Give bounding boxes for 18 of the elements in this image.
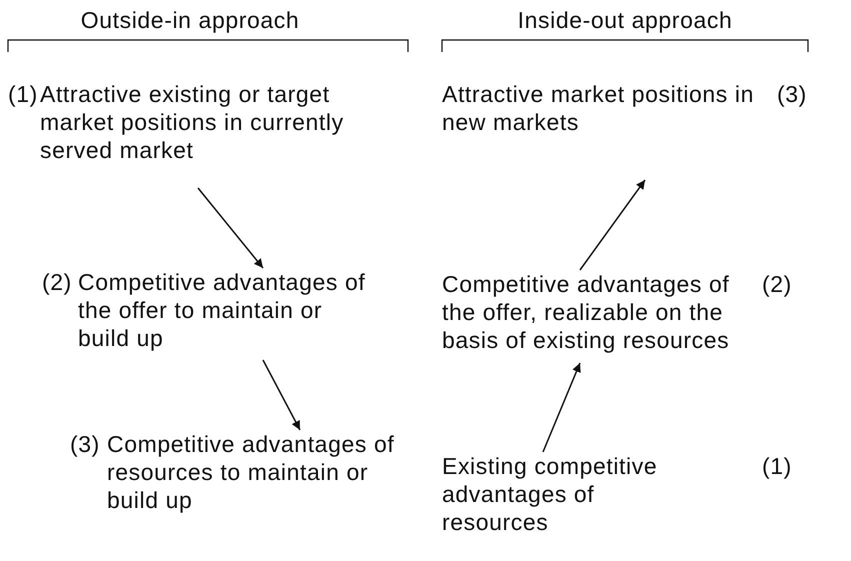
step-number: (3)	[70, 430, 101, 458]
column-heading: Outside-in approach	[80, 6, 300, 34]
step-number: (2)	[762, 270, 793, 298]
arrow	[262, 360, 301, 430]
arrow	[579, 180, 646, 270]
step-number: (1)	[762, 452, 793, 480]
step-text: Existing competitive advantages of resources	[442, 452, 658, 536]
step-text: Competitive advantages of the offer to maintain or build up	[78, 268, 366, 352]
step-text: Competitive advantages of the offer, realizable on the basis of existing resources	[442, 270, 730, 354]
arrow	[197, 188, 264, 268]
column-heading: Inside-out approach	[518, 6, 732, 34]
step-text: Competitive advantages of resources to maintain or build up	[107, 430, 396, 514]
step-number: (1)	[8, 80, 39, 108]
step-text: Attractive existing or target market positions in currently served market	[40, 80, 345, 164]
step-number: (3)	[777, 80, 808, 108]
arrow	[542, 362, 581, 452]
step-number: (2)	[42, 268, 73, 296]
step-text: Attractive market positions in new markets	[442, 80, 756, 136]
